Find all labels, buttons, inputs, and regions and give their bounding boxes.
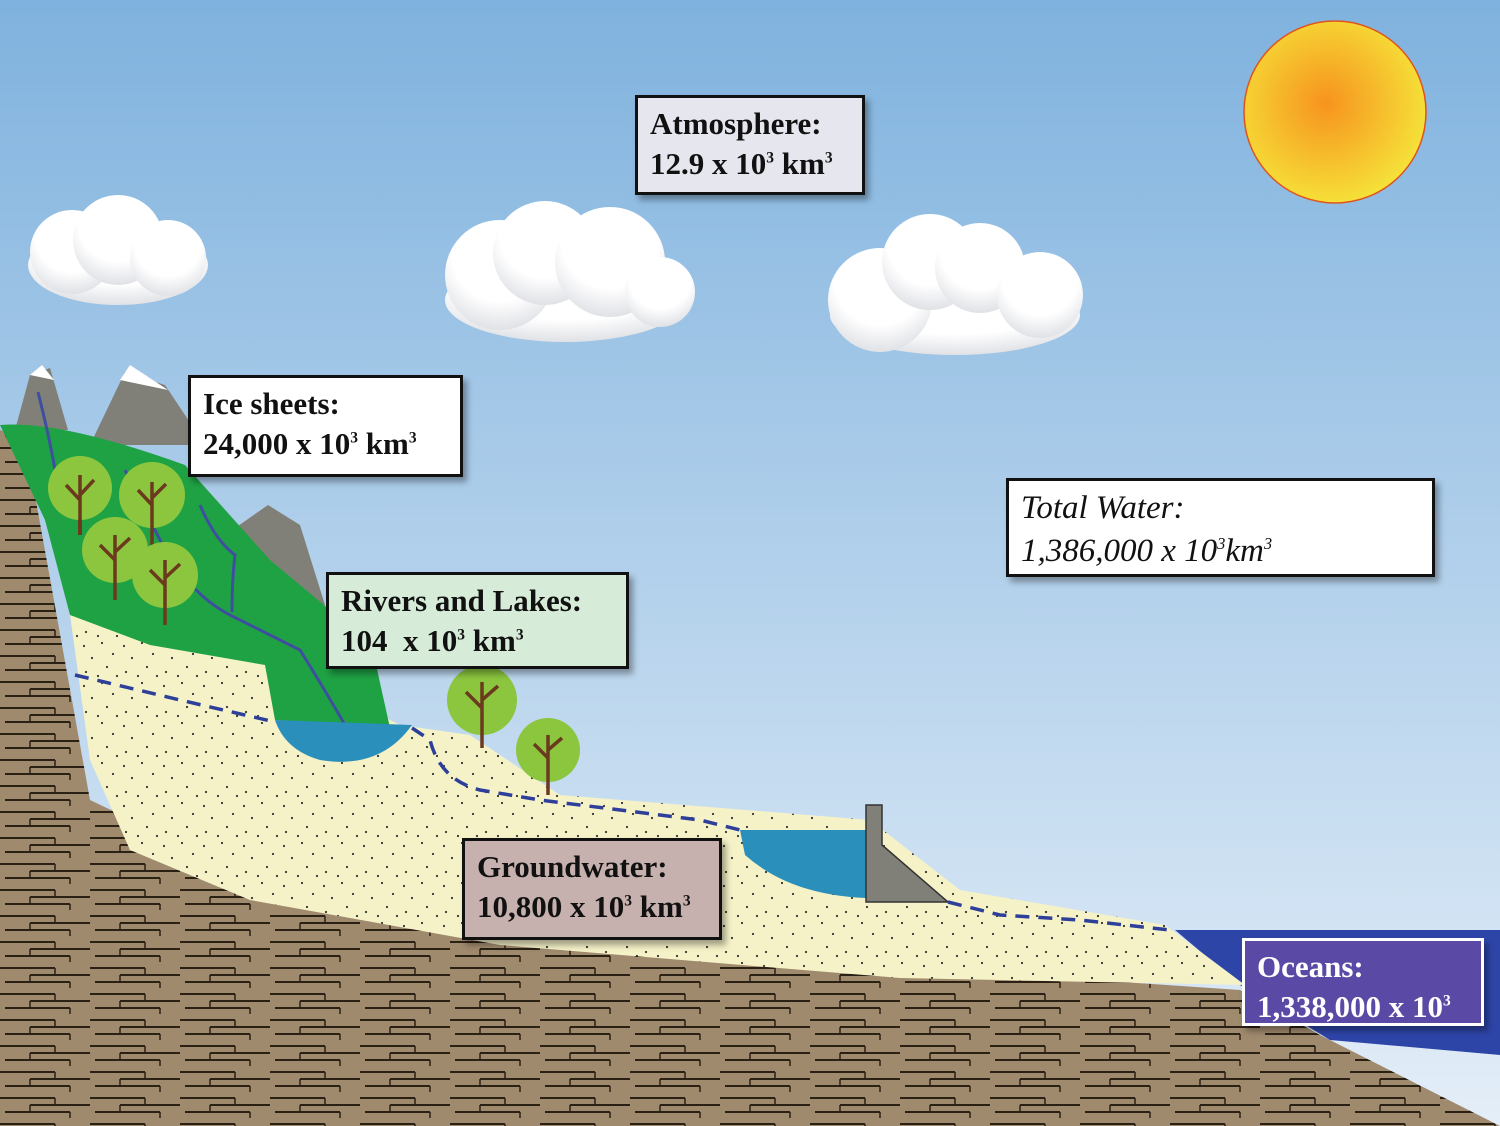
- tree-6: [516, 718, 580, 795]
- stream-2: [123, 469, 347, 726]
- atmosphere-name: Atmosphere:: [650, 106, 822, 141]
- tree-4: [132, 542, 198, 625]
- stream-3: [198, 504, 237, 613]
- rivers-lakes-value: 104 x 103 km3: [341, 623, 524, 659]
- rivers-lakes-name: Rivers and Lakes:: [341, 583, 583, 618]
- ice-sheets-name: Ice sheets:: [203, 386, 340, 421]
- atmosphere-label: Atmosphere: 12.9 x 103 km3: [635, 95, 865, 195]
- cloud-left: [28, 195, 208, 305]
- mountain-2-snow: [120, 365, 168, 390]
- total-water-name: Total Water:: [1021, 490, 1185, 526]
- tree-5: [447, 665, 517, 748]
- oceans-name: Oceans:: [1257, 949, 1364, 984]
- reservoir-lake: [740, 830, 866, 898]
- rivers-lakes-label: Rivers and Lakes: 104 x 103 km3: [326, 572, 629, 669]
- mountain-1: [15, 368, 68, 430]
- total-water-label: Total Water: 1,386,000 x 103km3: [1006, 478, 1435, 577]
- oceans-label: Oceans: 1,338,000 x 103: [1242, 938, 1484, 1026]
- oceans-value: 1,338,000 x 103: [1257, 989, 1451, 1025]
- tree-2: [119, 462, 185, 545]
- mountain-1-snow: [30, 365, 54, 380]
- groundwater-sand: [68, 600, 1245, 985]
- groundwater-label: Groundwater: 10,800 x 103 km3: [462, 838, 722, 940]
- bedrock: [0, 430, 1500, 1126]
- sun: [1243, 20, 1427, 204]
- total-water-value: 1,386,000 x 103km3: [1021, 532, 1273, 569]
- dam: [865, 804, 951, 903]
- tree-3: [82, 517, 148, 600]
- cloud-right: [828, 214, 1083, 355]
- ice-sheets-label: Ice sheets: 24,000 x 103 km3: [188, 375, 463, 477]
- atmosphere-value: 12.9 x 103 km3: [650, 146, 833, 182]
- ice-sheets-value: 24,000 x 103 km3: [203, 426, 417, 462]
- cloud-middle: [445, 201, 695, 342]
- mountain-lake: [275, 720, 412, 762]
- water-table-line: [74, 673, 1171, 932]
- groundwater-name: Groundwater:: [477, 849, 668, 884]
- tree-1: [48, 456, 112, 535]
- mountain-2: [90, 372, 205, 445]
- groundwater-value: 10,800 x 103 km3: [477, 889, 691, 925]
